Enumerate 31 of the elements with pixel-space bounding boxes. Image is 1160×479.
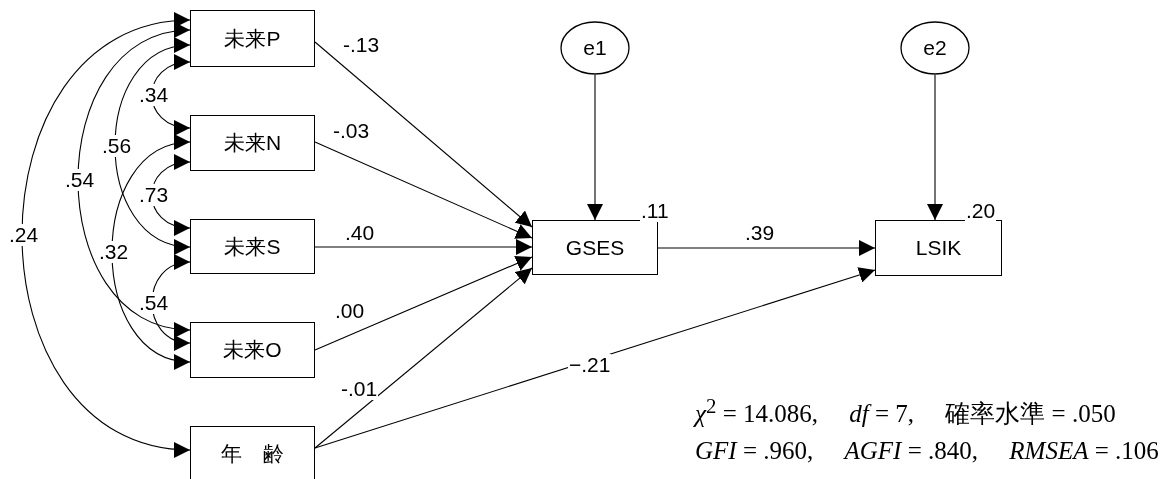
correlation-arrow: [21, 14, 191, 456]
variable-box: 未来N: [190, 115, 315, 171]
path-arrow: [314, 239, 533, 255]
error-ellipse: e2: [900, 21, 970, 75]
correlation-arrow: [114, 39, 191, 253]
path-arrow: [314, 267, 876, 449]
edge-label: .54: [64, 169, 96, 191]
correlation-arrow: [111, 137, 191, 367]
path-arrow: [314, 255, 533, 351]
edge-label: .24: [8, 224, 40, 246]
variable-box: 年 齢: [190, 426, 315, 479]
variable-box: LSIK: [875, 220, 1002, 276]
edge-label: .56: [101, 135, 133, 157]
correlation-arrow: [77, 24, 191, 336]
variable-box: 未来P: [190, 10, 315, 67]
path-arrow: [587, 74, 603, 221]
variable-box: GSES: [532, 220, 658, 275]
variable-box: 未来O: [190, 322, 315, 378]
path-arrow: [927, 74, 943, 221]
path-arrow: [314, 267, 533, 449]
edge-label: .32: [98, 241, 130, 263]
path-arrow: [657, 240, 876, 256]
fit-statistics: χ$^{2}$ = 14.086, df = 7, 確率水準 = .050: [695, 394, 1116, 430]
edge-label: .54: [138, 291, 170, 314]
variable-box: 未来S: [190, 219, 315, 274]
fit-statistics: GFI = .960, AGFI = .840, RMSEA = .106: [695, 436, 1159, 466]
error-ellipse: e1: [560, 21, 630, 75]
edge-label: .34: [138, 84, 170, 106]
path-arrow: [314, 141, 533, 239]
path-arrow: [314, 41, 533, 228]
edge-label: .73: [138, 184, 170, 206]
